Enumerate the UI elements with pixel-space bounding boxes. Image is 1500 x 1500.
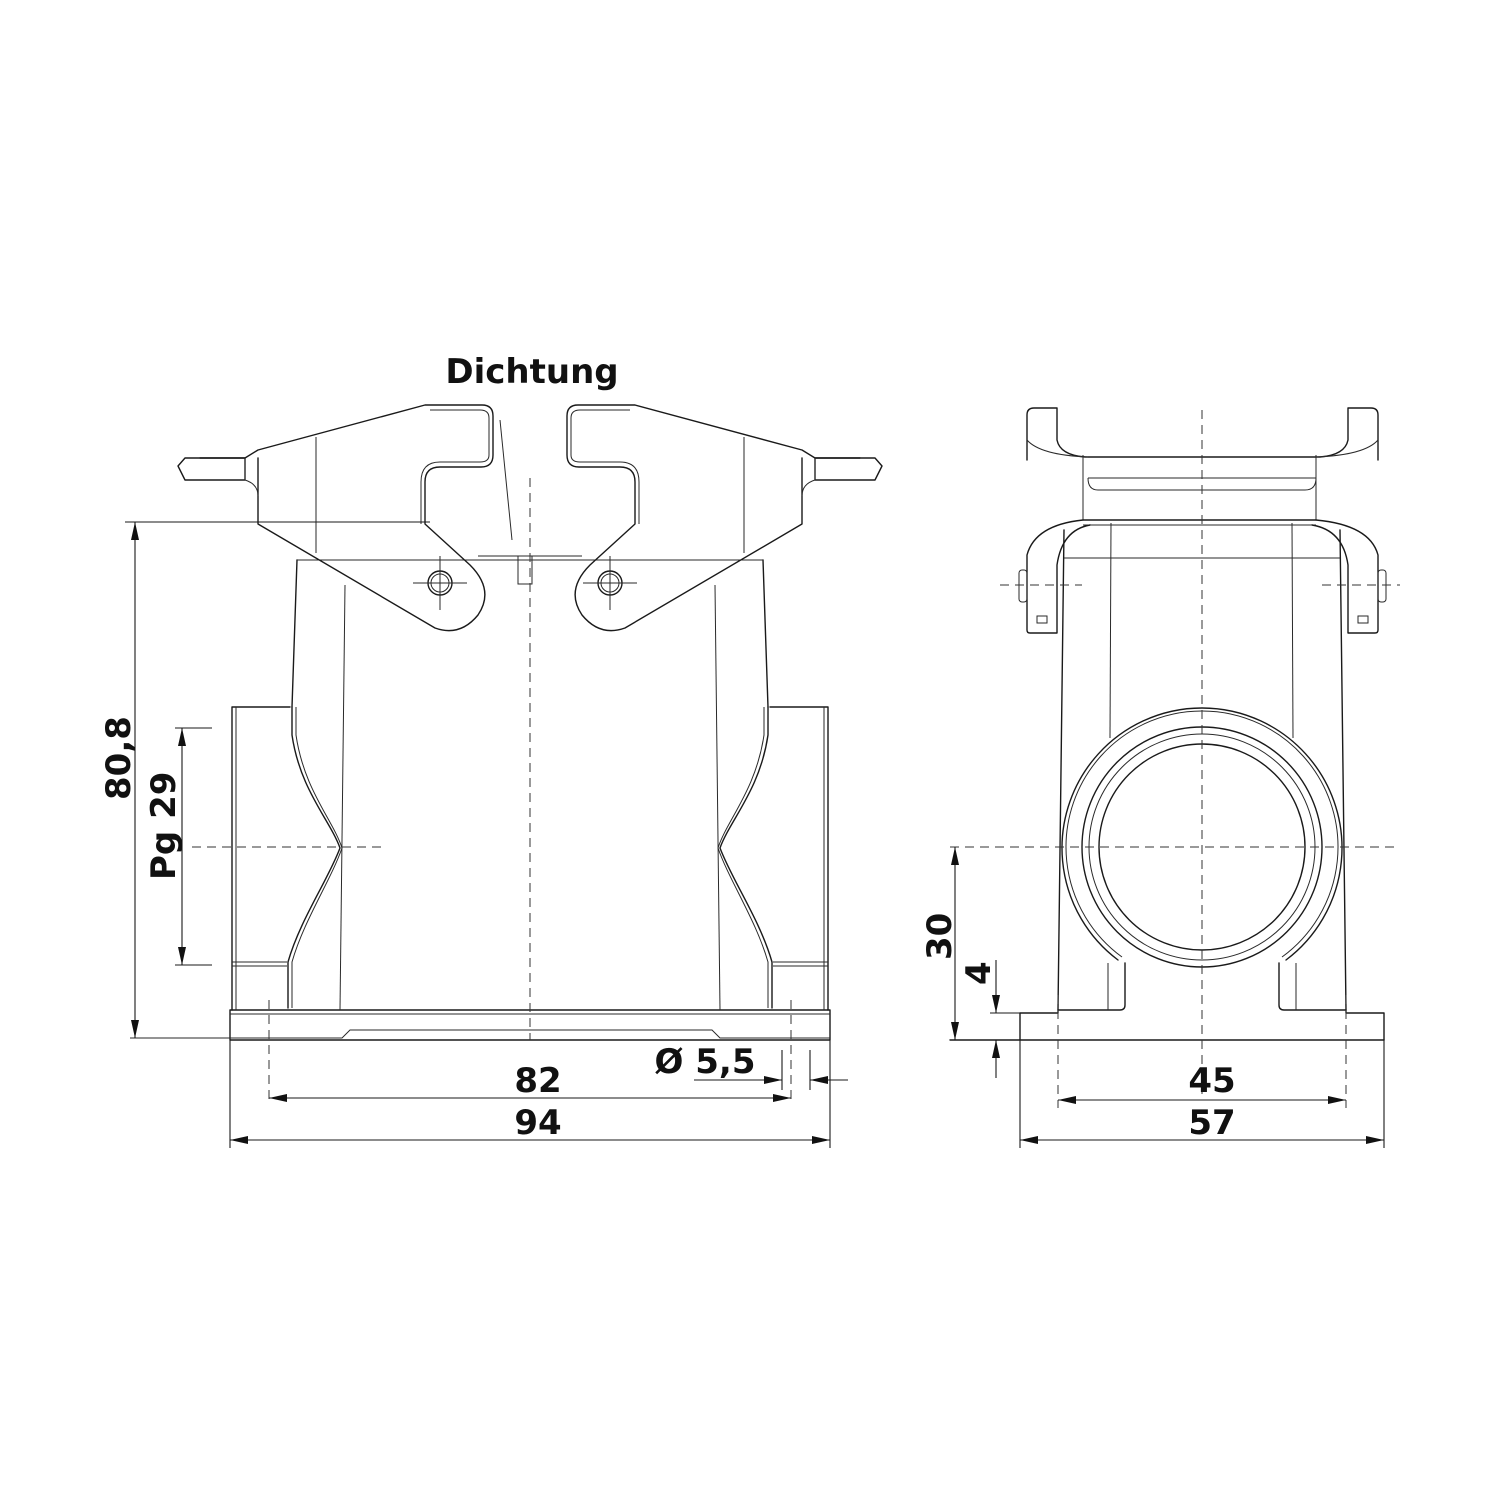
base-flange — [130, 1009, 831, 1041]
dim-overall-width — [229, 1040, 831, 1148]
dim-label-flange-thickness: 4 — [959, 961, 999, 985]
dim-label-overall-width: 94 — [514, 1103, 561, 1143]
dim-overall-height — [125, 521, 430, 1038]
dim-side-overall-width — [1019, 1040, 1385, 1148]
callout-seal-label: Dichtung — [445, 352, 618, 392]
dim-label-hole-spacing: 82 — [514, 1061, 561, 1101]
dim-entry-center-height — [951, 847, 959, 1040]
dim-cable-entry — [175, 727, 212, 966]
dim-label-side-overall-width: 57 — [1188, 1103, 1235, 1143]
dim-label-entry-center-height: 30 — [920, 913, 960, 960]
side-housing-body — [1057, 522, 1347, 1011]
locking-lever — [177, 404, 883, 632]
front-view: 80,8 Pg 29 Dichtung 82 94 — [99, 352, 883, 1148]
dim-flange-thickness — [990, 960, 1020, 1078]
dim-hole-diameter — [694, 1050, 848, 1090]
dim-hole-spacing — [269, 1094, 791, 1102]
dim-label-side-hole-spacing: 45 — [1188, 1061, 1235, 1101]
side-base-flange — [949, 962, 1385, 1041]
dim-label-overall-height: 80,8 — [99, 716, 139, 800]
seal-detail — [517, 555, 533, 585]
seal-leader-line — [499, 419, 513, 541]
side-view: 30 4 45 57 — [920, 407, 1400, 1148]
dim-label-hole-diameter: Ø 5,5 — [655, 1042, 756, 1082]
dim-label-cable-entry: Pg 29 — [144, 772, 184, 880]
dim-side-hole-spacing — [1058, 1096, 1346, 1104]
